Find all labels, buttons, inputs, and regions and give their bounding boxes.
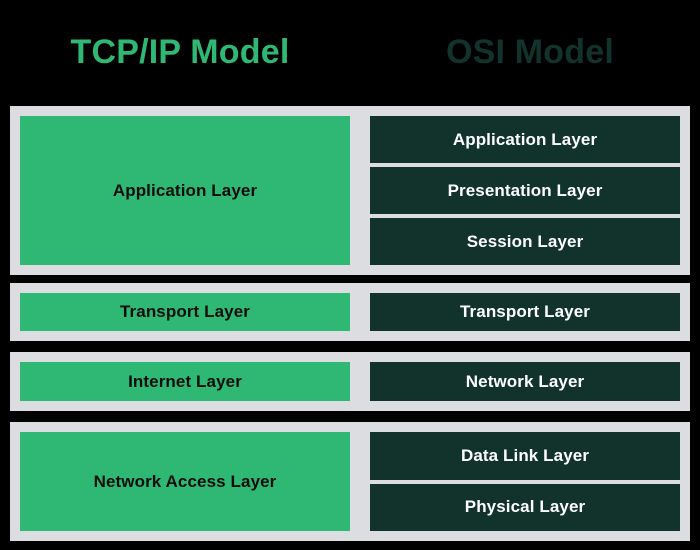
layer-label: Presentation Layer: [447, 180, 603, 200]
osi-cell-network-access-group: Data Link Layer Physical Layer: [370, 422, 690, 541]
tcpip-cell-transport: Transport Layer: [10, 283, 350, 341]
layer-row-application: Application Layer Application Layer Pres…: [10, 106, 690, 275]
tcpip-cell-internet: Internet Layer: [10, 352, 350, 411]
layer-label: Data Link Layer: [460, 445, 590, 465]
osi-layer-box[interactable]: Presentation Layer: [370, 167, 680, 214]
column-divider: [350, 283, 370, 341]
osi-layer-box[interactable]: Session Layer: [370, 218, 680, 265]
osi-cell-transport: Transport Layer: [370, 283, 690, 341]
layer-row-network-access: Network Access Layer Data Link Layer Phy…: [10, 422, 690, 541]
osi-model-title: OSI Model: [445, 32, 615, 71]
osi-layer-box[interactable]: Network Layer: [370, 362, 680, 401]
tcpip-layer-box[interactable]: Network Access Layer: [20, 432, 350, 531]
osi-cell-network: Network Layer: [370, 352, 690, 411]
layer-label: Application Layer: [112, 180, 258, 200]
layer-label: Network Layer: [465, 371, 585, 391]
layer-label: Network Access Layer: [93, 471, 277, 491]
layer-label: Application Layer: [452, 129, 598, 149]
osi-cell-application-group: Application Layer Presentation Layer Ses…: [370, 106, 690, 275]
layer-label: Transport Layer: [120, 302, 250, 322]
osi-layer-box[interactable]: Physical Layer: [370, 483, 680, 531]
column-divider: [350, 106, 370, 275]
layer-label: Transport Layer: [460, 302, 590, 322]
layer-label: Internet Layer: [128, 371, 242, 391]
tcpip-layer-box[interactable]: Application Layer: [20, 116, 350, 265]
tcpip-layer-box[interactable]: Transport Layer: [20, 293, 350, 331]
tcpip-column-header: TCP/IP Model: [0, 0, 360, 103]
layer-label: Session Layer: [466, 231, 584, 251]
tcpip-cell-application: Application Layer: [10, 106, 350, 275]
osi-layer-box[interactable]: Application Layer: [370, 116, 680, 163]
layer-row-transport: Transport Layer Transport Layer: [10, 283, 690, 341]
tcpip-cell-network-access: Network Access Layer: [10, 422, 350, 541]
tcpip-model-title: TCP/IP Model: [70, 32, 290, 71]
layer-row-internet-network: Internet Layer Network Layer: [10, 352, 690, 411]
column-divider: [350, 352, 370, 411]
osi-layer-box[interactable]: Data Link Layer: [370, 432, 680, 480]
column-divider: [350, 422, 370, 541]
osi-layer-box[interactable]: Transport Layer: [370, 293, 680, 331]
tcpip-layer-box[interactable]: Internet Layer: [20, 362, 350, 401]
layer-label: Physical Layer: [464, 497, 586, 517]
osi-column-header: OSI Model: [360, 0, 700, 103]
diagram-header: TCP/IP Model OSI Model: [0, 0, 700, 103]
